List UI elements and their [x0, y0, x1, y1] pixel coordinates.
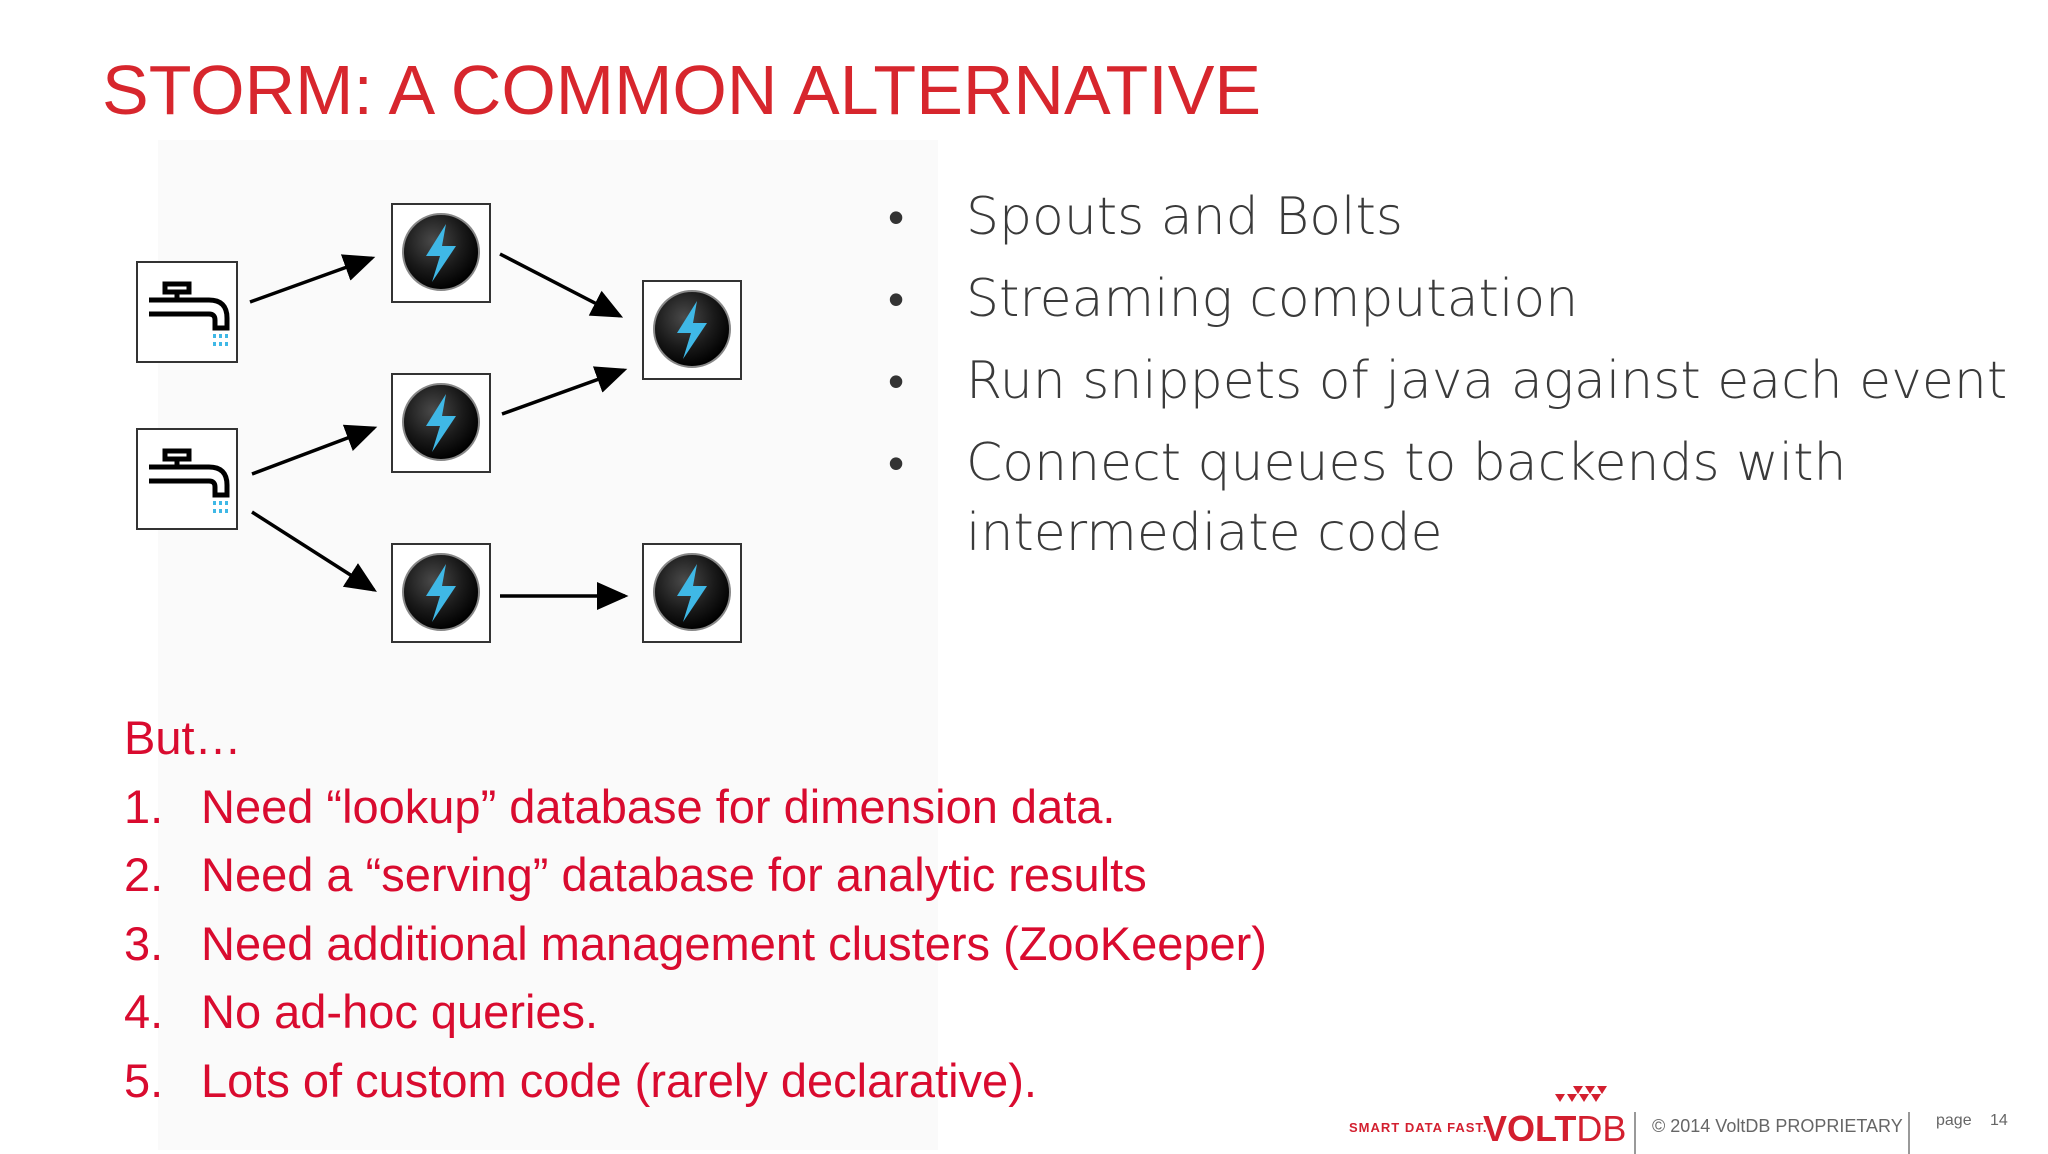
footer-copyright: © 2014 VoltDB PROPRIETARY	[1652, 1116, 1903, 1136]
bullet-item: •Spouts and Bolts	[888, 187, 1403, 247]
drawbacks-heading: But…	[124, 711, 242, 764]
bolt-node-4	[642, 280, 742, 380]
voltdb-logo: VOLTDB	[1483, 1086, 1626, 1150]
drawback-item: 1.Need “lookup” database for dimension d…	[124, 779, 1116, 833]
arrow-bolt1-bolt4	[499, 252, 624, 318]
bolt-node-5	[642, 543, 742, 643]
bolt-node-2	[391, 373, 491, 473]
bolt-node-1	[391, 203, 491, 303]
arrow-spout2-bolt3	[251, 510, 377, 592]
footer-divider	[1634, 1112, 1636, 1154]
bolt-node-3	[391, 543, 491, 643]
arrow-bolt2-bolt4	[501, 366, 628, 416]
drawbacks-block: But… 1.Need “lookup” database for dimens…	[124, 704, 1267, 1115]
drawback-item: 2.Need a “serving” database for analytic…	[124, 848, 1147, 901]
bullet-item: •Streaming computation	[888, 269, 1579, 329]
spout-node-1	[137, 262, 237, 362]
logo-triangles-icon	[1555, 1086, 1607, 1102]
diagram-background	[158, 140, 938, 1150]
page-label: page	[1936, 1112, 1972, 1129]
feature-bullet-list: •Spouts and Bolts •Streaming computation…	[888, 182, 2018, 580]
footer-tagline: SMART DATA FAST.	[1349, 1120, 1488, 1135]
slide-title: STORM: A COMMON ALTERNATIVE	[102, 51, 1262, 129]
drawback-item: 4.No ad-hoc queries.	[124, 985, 599, 1038]
arrow-spout2-bolt2	[251, 424, 378, 476]
drawback-item: 5.Lots of custom code (rarely declarativ…	[124, 1053, 1037, 1107]
arrow-spout1-bolt1	[249, 254, 376, 304]
bullet-item: •Run snippets of java against each event	[888, 351, 2008, 411]
page-number: 14	[1990, 1112, 2008, 1129]
drawbacks-list: 1.Need “lookup” database for dimension d…	[124, 773, 1267, 1116]
footer-divider	[1908, 1112, 1910, 1154]
drawback-item: 3.Need additional management clusters (Z…	[124, 916, 1267, 970]
spout-node-2	[137, 429, 237, 529]
bullet-item: •Connect queues to backends with interme…	[888, 433, 1847, 563]
